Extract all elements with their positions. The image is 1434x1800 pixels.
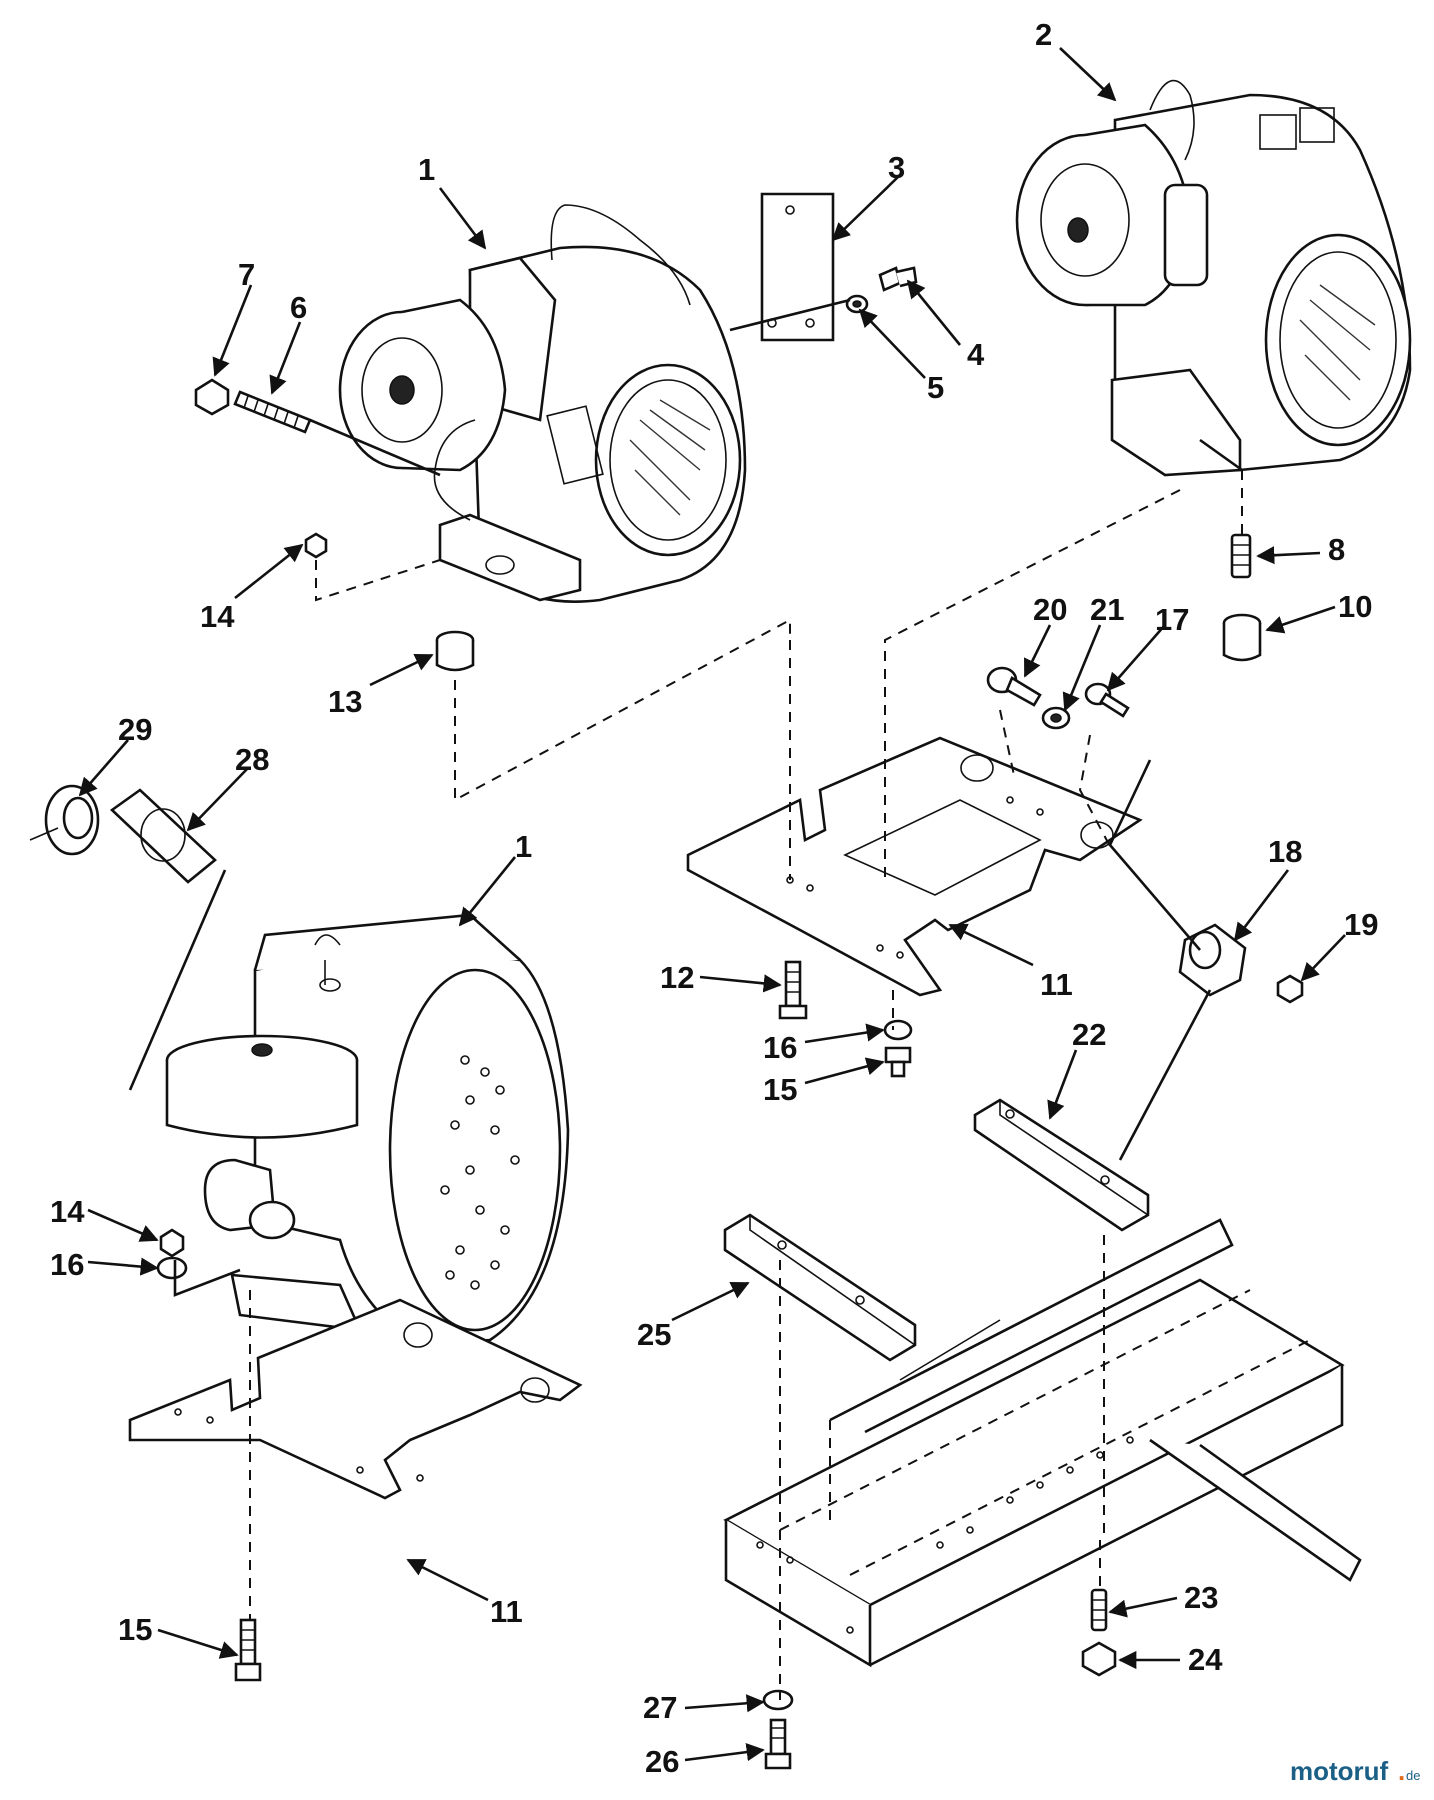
watermark-dot: . [1398, 1756, 1405, 1786]
frame-rails [723, 1218, 1362, 1668]
callout-label: 12 [660, 960, 694, 995]
callout-label: 7 [238, 257, 255, 292]
bolt-part-15-upper [884, 1046, 912, 1078]
engine-top-left [338, 204, 747, 603]
engine-top-right [1015, 79, 1412, 477]
watermark-tld: de [1406, 1768, 1420, 1783]
bolt-part-20 [986, 666, 1042, 707]
callout-label: 28 [235, 742, 269, 777]
callout-label: 2 [1035, 17, 1052, 52]
callout-label: 14 [50, 1194, 85, 1229]
cooling-holes [440, 1055, 520, 1290]
callout-label: 22 [1072, 1017, 1106, 1052]
stud-part-6 [194, 378, 312, 434]
callout-label: 14 [200, 599, 235, 634]
watermark-logo: motoruf . de [1290, 1756, 1420, 1786]
bolt-part-15-lower [234, 1618, 262, 1682]
bolt-part-12 [778, 960, 808, 1020]
callout-label: 17 [1155, 602, 1189, 637]
washer-part-27 [762, 1689, 794, 1711]
assembly-lines [128, 298, 1243, 1700]
callout-label: 29 [118, 712, 152, 747]
callout-label: 26 [645, 1744, 679, 1779]
callout-label: 11 [490, 1594, 523, 1629]
callout-label: 16 [763, 1030, 797, 1065]
callout-label: 8 [1328, 532, 1345, 567]
callout-label: 19 [1344, 907, 1378, 942]
callout-arrows [78, 47, 1346, 1762]
seal-part-29 [29, 784, 100, 856]
nut-part-14-top [304, 532, 328, 559]
washer-part-16-lower [156, 1256, 188, 1280]
callout-label: 10 [1338, 589, 1372, 624]
callout-labels: 1 2 3 4 5 6 7 8 10 14 13 20 21 17 29 28 … [50, 17, 1378, 1779]
nut-part-14-lower [159, 1228, 185, 1258]
plate-part-28 [109, 788, 217, 884]
hardware-parts-4-5 [845, 266, 918, 314]
plate-part-3 [760, 192, 835, 342]
callout-label: 1 [418, 152, 435, 187]
callout-label: 5 [927, 370, 944, 405]
watermark-brand: motoruf [1290, 1756, 1389, 1786]
callout-label: 4 [967, 337, 985, 372]
callout-label: 20 [1033, 592, 1067, 627]
callout-label: 11 [1040, 967, 1073, 1002]
callout-label: 6 [290, 290, 307, 325]
stud-part-23 [1090, 1588, 1108, 1632]
callout-label: 13 [328, 684, 362, 719]
callout-label: 16 [50, 1247, 84, 1282]
engine-bottom-left [165, 913, 570, 1347]
mount-part-18 [1178, 923, 1247, 997]
washer-part-16-upper [883, 1019, 913, 1041]
callout-label: 21 [1090, 592, 1124, 627]
mounting-plate-part-11-lower [128, 1298, 583, 1500]
callout-label: 1 [515, 829, 532, 864]
callout-label: 18 [1268, 834, 1302, 869]
block-part-25 [723, 1213, 917, 1362]
spacer-part-13 [435, 630, 475, 672]
washer-part-21 [1041, 706, 1071, 730]
callout-label: 15 [118, 1612, 152, 1647]
callout-label: 15 [763, 1072, 797, 1107]
callout-label: 27 [643, 1690, 677, 1725]
nut-part-19 [1276, 974, 1304, 1004]
callout-label: 23 [1184, 1580, 1218, 1615]
block-part-22 [973, 1098, 1150, 1232]
bolt-part-17 [1084, 682, 1130, 718]
bolt-part-26 [764, 1718, 792, 1770]
callout-label: 25 [637, 1317, 671, 1352]
nut-part-24 [1081, 1641, 1117, 1677]
callout-label: 3 [888, 150, 905, 185]
mounting-plate-part-11-upper [686, 736, 1143, 997]
callout-label: 24 [1188, 1642, 1223, 1677]
stud-part-8 [1230, 533, 1252, 579]
nut-part-10 [1222, 613, 1262, 662]
